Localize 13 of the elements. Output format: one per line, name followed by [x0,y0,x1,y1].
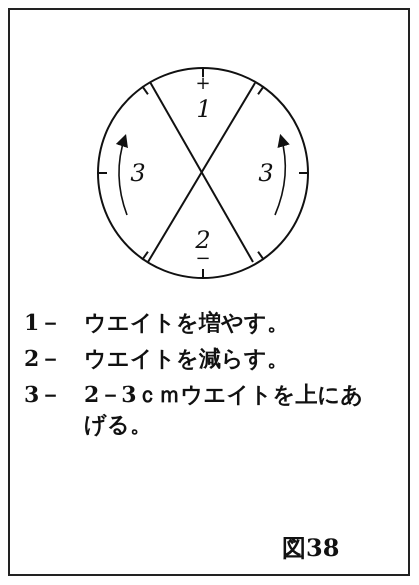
figure-caption: 図38 [282,532,340,564]
dial-number: 3 [258,161,274,185]
item-number: 2－ [24,345,62,374]
instruction-text: 2－3ｃｍウエイトを上にあげる。 [84,381,365,440]
instruction-text: ウエイトを増やす。 [84,309,290,338]
dial-number: 1 [196,97,212,121]
dial-number: 3 [130,161,146,185]
item-number: 1－ [24,309,62,338]
dial-sign: − [195,250,211,268]
dial-number: 2 [195,228,211,252]
instruction-text: ウエイトを減らす。 [84,345,290,374]
item-number: 3－ [24,381,62,410]
dial-sign: + [195,75,211,93]
